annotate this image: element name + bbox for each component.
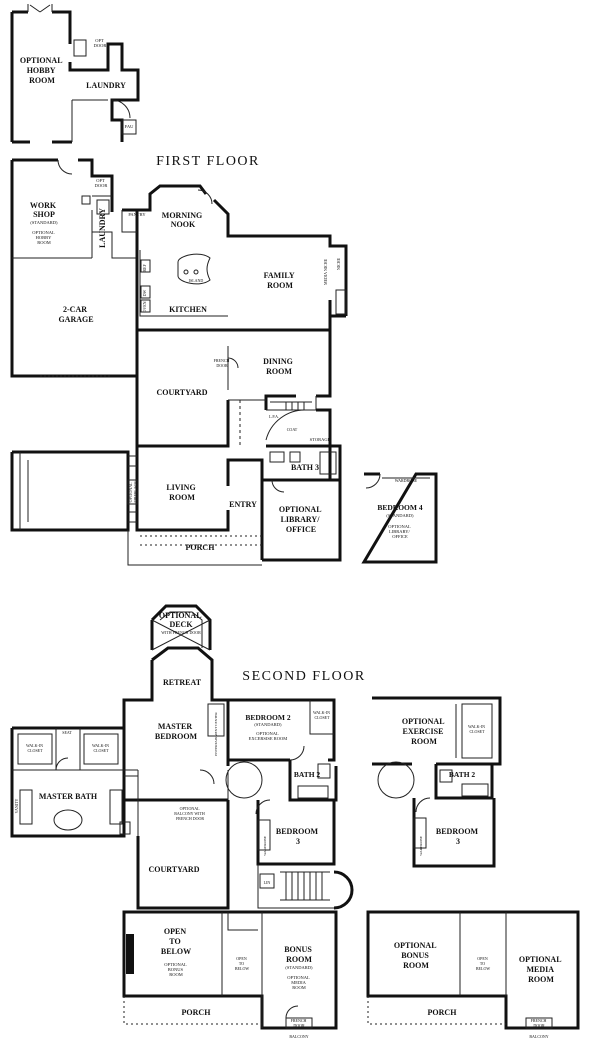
ref-label: REF (142, 264, 147, 272)
dw-label: DW (142, 289, 147, 296)
courtyard-2-label: COURTYARD (149, 865, 200, 874)
entry-label: ENTRY (229, 500, 257, 509)
master-closet-right: WALK-IN CLOSET (92, 743, 110, 753)
master-bedroom-label: MASTER BEDROOM (155, 722, 198, 741)
family-room-label: FAMILY ROOM (264, 271, 297, 290)
bonus-std: (STANDARD) (285, 965, 313, 970)
bath2-label: BATH 2 (294, 770, 321, 779)
alt-closet-label: WALK-IN CLOSET (468, 724, 486, 734)
bedroom4-opt: OPTIONAL LIBRARY/ OFFICE (388, 524, 411, 539)
inset-laundry-label: LAUNDRY (86, 81, 126, 90)
oven-label: OVEN (142, 301, 147, 312)
vanity-label: VANITY (14, 798, 19, 813)
alt-bedroom3-label: BEDROOM 3 (436, 827, 480, 846)
lpa-label: L.P.A. (269, 414, 279, 419)
living-room-label: LIVING ROOM (166, 483, 197, 502)
top-inset-walls (10, 4, 140, 144)
pantry-label: PANTRY (128, 212, 146, 217)
retreat-label: RETREAT (163, 678, 202, 687)
alt-wardrobe-label: WARDROBE (419, 836, 423, 856)
second-floor-title: SECOND FLOOR (242, 669, 365, 684)
media-niche-label: MEDIA NICHE (323, 258, 328, 285)
bedroom4-label: BEDROOM 4 (377, 503, 422, 512)
bedroom2-std: (STANDARD) (254, 722, 282, 727)
alt-bonus-label: OPTIONAL BONUS ROOM (394, 941, 438, 970)
morning-nook-label: MORNING NOOK (162, 211, 204, 229)
hobby-room-label: OPTIONAL HOBBY ROOM (20, 56, 64, 85)
fireplace-label: OPTIONAL FIREPLACE (128, 481, 138, 503)
open-below-label: OPEN TO BELOW (161, 927, 191, 956)
inset-opt-door-label: OPT DOOR (94, 38, 107, 48)
french-door-label: FRENCH DOOR (214, 358, 231, 368)
island-label: ISLAND (189, 278, 204, 283)
bedroom3-wardrobe: WARDROBE (263, 836, 267, 856)
library-label: OPTIONAL LIBRARY/ OFFICE (279, 505, 323, 534)
inset-fau-label: FAU (125, 124, 134, 129)
first-floor-title: FIRST FLOOR (156, 154, 260, 169)
storage-label: STORAGE (310, 437, 331, 442)
deck-note: WITH FRENCH DOOR (161, 630, 201, 635)
laundry-label: LAUNDRY (98, 208, 107, 248)
bonus-french-door: FRENCH DOOR (291, 1018, 308, 1028)
bedroom3-label: BEDROOM 3 (276, 827, 320, 846)
work-shop-std: (STANDARD) (30, 220, 58, 225)
bedroom2-opt: OPTIONAL EXCERSISE ROOM (249, 731, 288, 741)
deck-label: OPTIONAL DECK (159, 611, 203, 629)
alt-exercise-label: OPTIONAL EXERCISE ROOM (402, 717, 446, 746)
bedroom2-closet: WALK-IN CLOSET (313, 710, 331, 720)
balcony-note: OPTIONAL BALCONY WITH FRENCH DOOR (174, 806, 206, 821)
master-closet-left: WALK-IN CLOSET (26, 743, 44, 753)
second-floor-walls (10, 604, 354, 1030)
opt-door-label: OPT DOOR (95, 178, 108, 188)
bedroom2-label: BEDROOM 2 (245, 713, 290, 722)
alt-bath2-label: BATH 2 (449, 770, 476, 779)
master-bath-label: MASTER BATH (39, 792, 98, 801)
bath3-label: BATH 3 (291, 463, 319, 472)
bedroom4-std: (STANDARD) (386, 513, 414, 518)
open-below-opt: OPTIONAL BONUS ROOM (164, 962, 187, 977)
niche-label: NICHE (336, 257, 341, 270)
dining-room-label: DINING ROOM (263, 357, 295, 376)
alt-open-below: OPEN TO BELOW (476, 956, 490, 971)
garage-label: 2-CAR GARAGE (58, 305, 93, 324)
seat-label: SEAT (62, 730, 72, 735)
alt-balcony-label: BALCONY (529, 1034, 548, 1039)
bonus-room-label: BONUS ROOM (284, 945, 314, 964)
bonus-opt: OPTIONAL MEDIA ROOM (287, 975, 310, 990)
alt-media-label: OPTIONAL MEDIA ROOM (519, 955, 563, 984)
bedroom4-wardrobe: WARDROBE (395, 478, 418, 483)
work-shop-label: WORK SHOP (30, 201, 58, 219)
courtyard-label: COURTYARD (157, 388, 208, 397)
alt-porch-label: PORCH (428, 1008, 458, 1017)
coat-label: COAT (287, 427, 298, 432)
lin-label: LIN (264, 880, 271, 885)
alt-french-door: FRENCH DOOR (531, 1018, 548, 1028)
kitchen-label: KITCHEN (169, 305, 207, 314)
open-below-small: OPEN TO BELOW (235, 956, 249, 971)
balcony-label: BALCONY (289, 1034, 308, 1039)
porch-2-label: PORCH (182, 1008, 212, 1017)
alt-second-walls (366, 696, 580, 1030)
work-shop-opt: OPTIONAL HOBBY ROOM (32, 230, 55, 245)
porch-label: PORCH (186, 543, 216, 552)
first-floor-walls (10, 158, 438, 566)
entertainment-center-label: ENTERTAINMENT CENTER (214, 712, 218, 756)
